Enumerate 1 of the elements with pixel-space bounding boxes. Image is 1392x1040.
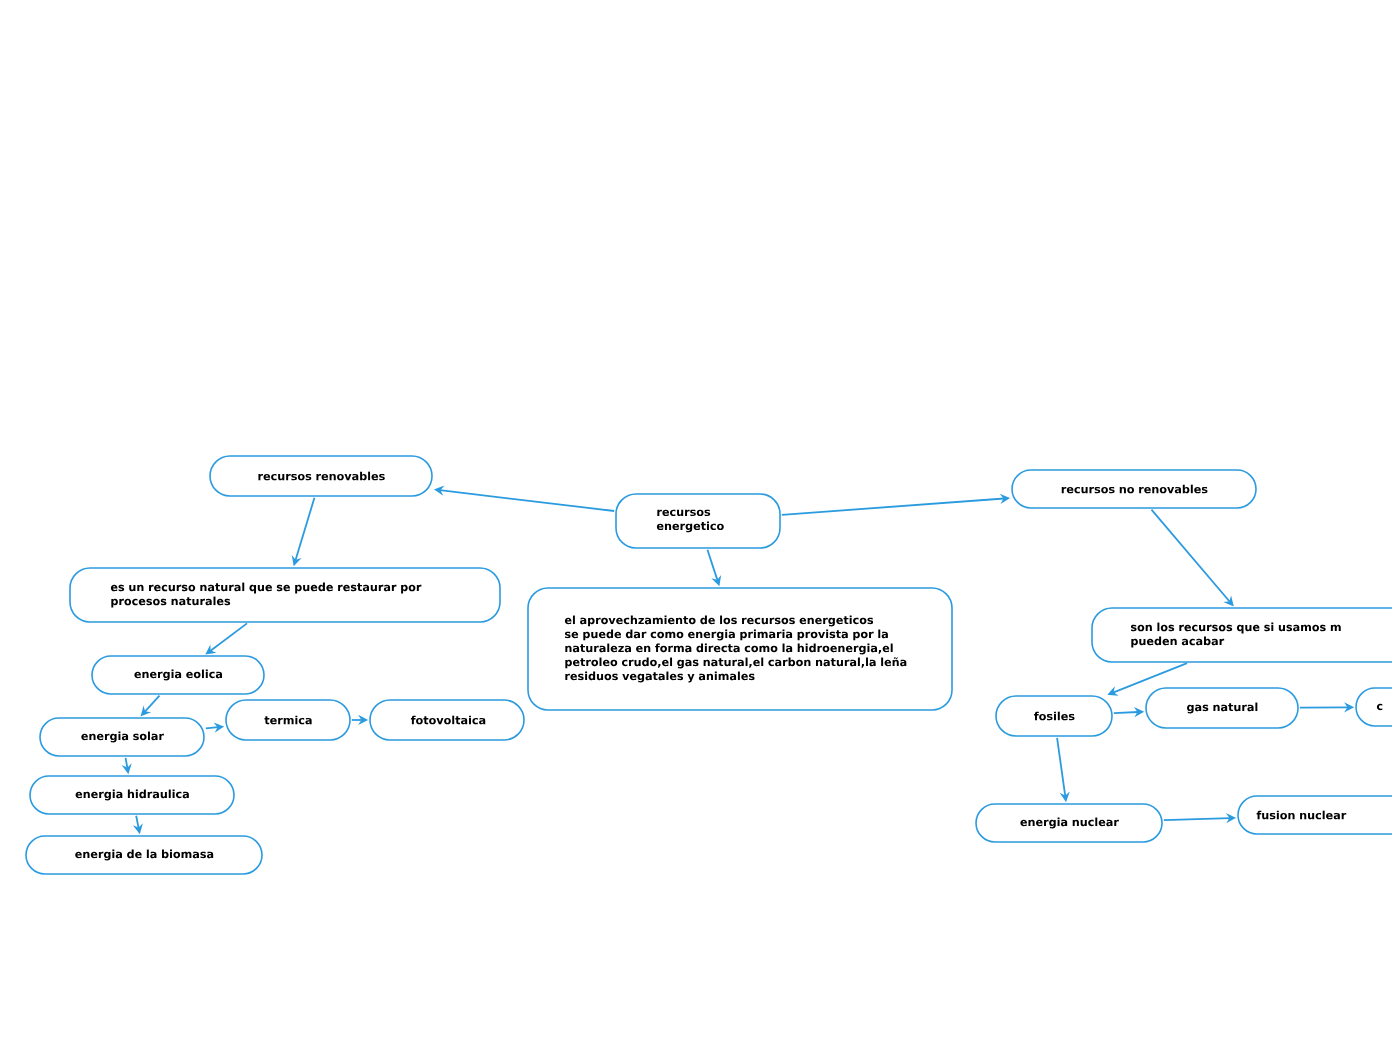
arrow [205,622,248,655]
